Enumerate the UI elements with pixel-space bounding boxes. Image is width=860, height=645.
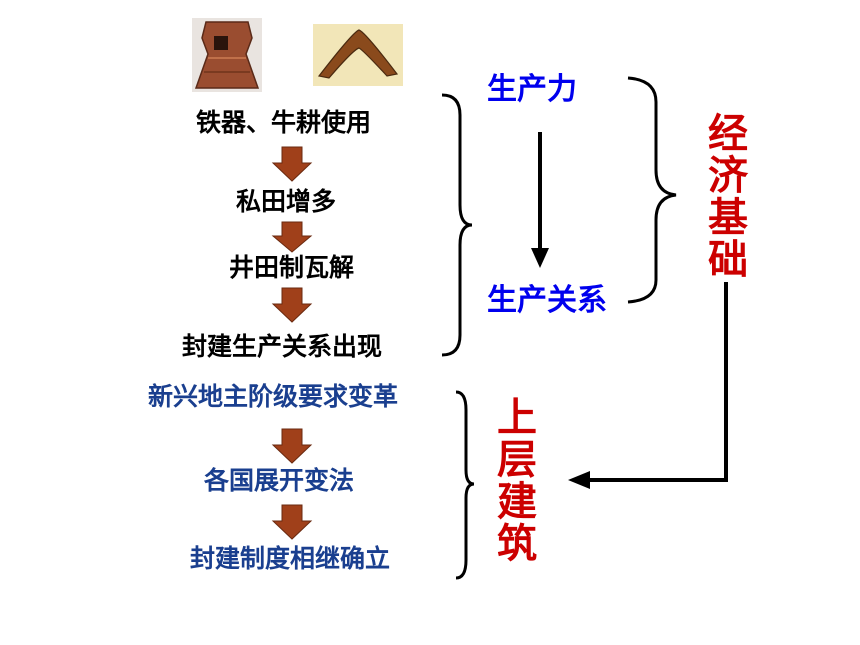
chain-step-well-field-collapse: 井田制瓦解	[229, 253, 355, 282]
plow-tool-image	[313, 24, 403, 86]
chain-step-feudal-relations: 封建生产关系出现	[182, 332, 383, 361]
left-brace-top	[441, 93, 473, 357]
chain-step-landlord-reform: 新兴地主阶级要求变革	[148, 382, 399, 411]
chain-step-private-fields: 私田增多	[236, 187, 337, 216]
iron-tool-image	[192, 18, 262, 92]
label-productive-forces: 生产力	[487, 72, 577, 107]
arrow-base-to-superstructure	[588, 282, 728, 482]
label-superstructure: 上层建筑	[497, 395, 537, 567]
down-arrow-1	[271, 146, 313, 182]
right-brace	[627, 76, 677, 304]
label-economic-base: 经济基础	[708, 111, 748, 283]
chain-step-feudal-system: 封建制度相继确立	[190, 544, 391, 573]
down-arrow-3	[271, 287, 313, 323]
down-arrow-4	[271, 428, 313, 464]
chain-step-states-reform: 各国展开变法	[204, 466, 355, 495]
label-relations-of-production: 生产关系	[487, 283, 607, 318]
left-brace-bottom	[455, 390, 475, 580]
down-arrow-2	[271, 221, 313, 253]
down-arrow-5	[271, 504, 313, 540]
chain-step-iron-plow: 铁器、牛耕使用	[196, 108, 372, 137]
